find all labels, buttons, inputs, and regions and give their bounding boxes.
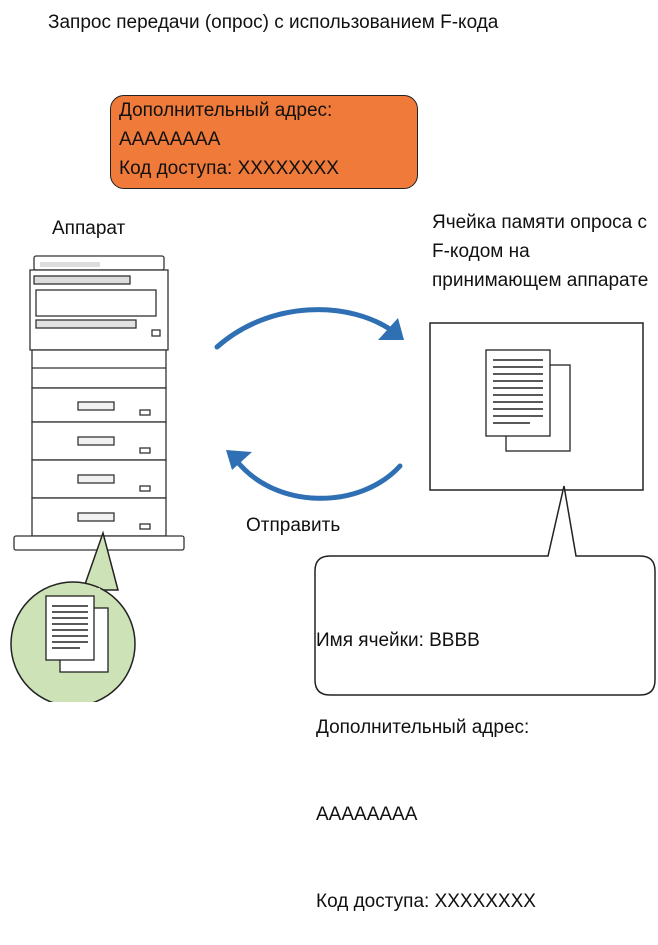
- callout-text: Имя ячейки: BBBB Дополнительный адрес: A…: [316, 568, 636, 945]
- machine-label: Аппарат: [52, 218, 126, 239]
- request-subaddress-value: AAAAAAAA: [119, 129, 221, 150]
- request-info-box: Дополнительный адрес: AAAAAAAA Код досту…: [110, 95, 418, 189]
- request-subaddress-label: Дополнительный адрес:: [119, 100, 333, 121]
- callout-subaddress-value: AAAAAAAA: [316, 804, 418, 825]
- callout-box-name: Имя ячейки: BBBB: [316, 630, 480, 651]
- callout-subaddress-label: Дополнительный адрес:: [316, 717, 530, 738]
- document-stack-icon: [45, 595, 109, 673]
- mailbox-callout: [314, 485, 656, 696]
- diagram-title: Запрос передачи (опрос) с использованием…: [48, 12, 499, 33]
- send-label: Отправить: [246, 515, 341, 536]
- memory-label: Ячейка памяти опроса с F-кодом на приним…: [432, 212, 653, 291]
- request-passcode: Код доступа: XXXXXXXX: [119, 158, 339, 179]
- printer-icon: [13, 255, 185, 551]
- curved-arrow-icon: [214, 307, 404, 501]
- callout-passcode: Код доступа: XXXXXXXX: [316, 891, 536, 912]
- memory-document-icon: [485, 349, 571, 452]
- diagram-graphics: [10, 255, 656, 702]
